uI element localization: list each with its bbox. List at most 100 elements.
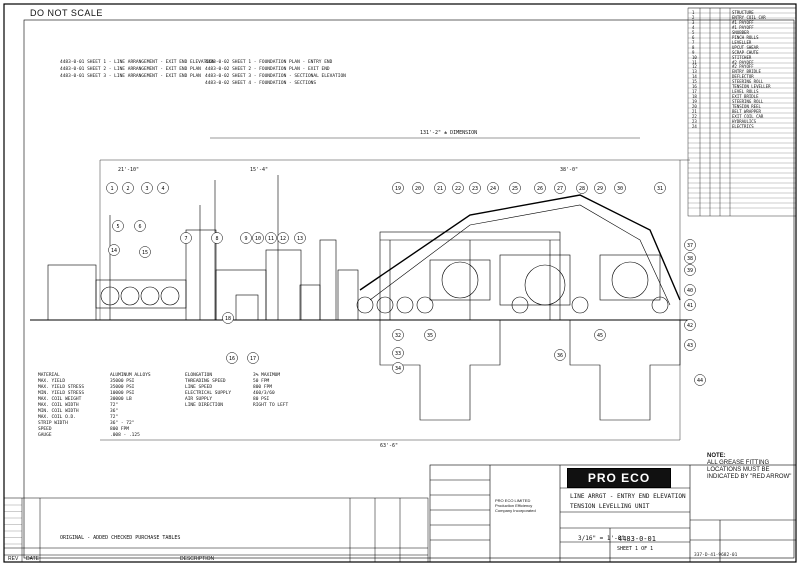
spec-value: .008 - .125: [110, 433, 140, 438]
callout-balloon: 29: [594, 182, 606, 194]
note-title: NOTE:: [707, 453, 726, 459]
callout-balloon: 4: [157, 182, 169, 194]
bom-number: 20: [692, 104, 697, 110]
inner-border: [23, 19, 795, 559]
spec-value: 80 PSI: [253, 397, 270, 402]
bom-item: STEERING ROLL: [732, 99, 764, 105]
bom-item: UPCUT SHEAR: [732, 44, 759, 50]
spec-label: MAX. YIELD STRESS: [38, 385, 85, 390]
balloon-number: 12: [280, 236, 286, 242]
callout-balloon: 24: [487, 182, 499, 194]
balloon-number: 38: [687, 256, 693, 262]
callout-balloon: 12: [277, 232, 289, 244]
spec-value: 36" - 72": [110, 421, 135, 426]
bom-item: TENSION LEVELLER: [732, 84, 771, 90]
balloon-number: 44: [697, 378, 703, 384]
balloon-number: 13: [297, 236, 303, 242]
callout-balloon: 22: [452, 182, 464, 194]
balloon-number: 23: [472, 186, 478, 192]
callout-balloon: 42: [684, 319, 696, 331]
spec-value: 36": [110, 409, 119, 414]
bom-number: 3: [692, 19, 695, 25]
sheet-border: [3, 3, 797, 563]
revision-description: ORIGINAL - ADDED CHECKED PURCHASE TABLES: [60, 535, 181, 541]
spec-row: GAUGE.008 - .125: [38, 433, 151, 439]
balloon-number: 10: [255, 236, 261, 242]
balloon-number: 2: [126, 186, 129, 192]
balloon-number: 18: [225, 316, 231, 322]
bom-number: 19: [692, 99, 697, 105]
callout-balloon: 44: [694, 374, 706, 386]
balloon-number: 43: [687, 343, 693, 349]
ref-line: 4483-0-02 SHEET 3 - FOUNDATION - SECTION…: [205, 74, 346, 79]
spec-value: 3% MAXIMUM: [253, 373, 281, 378]
balloon-number: 3: [145, 186, 148, 192]
spec-value: 35000 PSI: [110, 379, 135, 384]
balloon-number: 39: [687, 268, 693, 274]
bom-item: LEVELLER: [732, 39, 752, 45]
bom-item: BELT WRAPPER: [732, 109, 761, 115]
drawing-scale: 3/16" = 1'-0": [578, 535, 625, 542]
bom-number: 10: [692, 54, 697, 60]
balloon-number: 4: [161, 186, 164, 192]
bom-number: 17: [692, 89, 697, 95]
callout-balloon: 41: [684, 299, 696, 311]
callout-balloon: 43: [684, 339, 696, 351]
callout-balloon: 40: [684, 284, 696, 296]
callout-balloon: 19: [392, 182, 404, 194]
company-logo: PRO ECO: [567, 468, 671, 488]
bom-number: 1: [692, 10, 695, 15]
spec-label: AIR SUPPLY: [185, 397, 213, 402]
balloon-number: 5: [116, 224, 119, 230]
spec-value: 800 FPM: [110, 427, 129, 432]
bom-item: ELECTRICS: [732, 123, 754, 129]
balloon-number: 19: [395, 186, 401, 192]
drawing-subtitle: TENSION LEVELLING UNIT: [570, 503, 650, 510]
callout-balloon: 36: [554, 349, 566, 361]
bom-number: 16: [692, 84, 697, 90]
bom-item: HYDRAULICS: [732, 118, 757, 124]
callout-balloon: 37: [684, 239, 696, 251]
spec-label: THREADING SPEED: [185, 379, 226, 384]
balloon-number: 37: [687, 243, 693, 249]
callout-balloon: 14: [108, 244, 120, 256]
spec-row: MAX. COIL O.D.72": [38, 415, 151, 421]
bom-number: 21: [692, 109, 697, 115]
callout-balloon: 6: [134, 220, 146, 232]
left-dimension: 21'-10": [118, 167, 140, 173]
balloon-number: 32: [395, 333, 401, 339]
balloon-number: 17: [250, 356, 256, 362]
spec-label: MIN. COIL WIDTH: [38, 409, 79, 414]
reference-drawings-left: 4483-0-01 SHEET 1 - LINE ARRANGEMENT - E…: [60, 59, 214, 80]
title-block: [429, 464, 797, 563]
company-info: PRO ECO LIMITED Production Efficiency Co…: [495, 498, 553, 513]
callout-balloon: 20: [412, 182, 424, 194]
note-body: ALL GREASE FITTING LOCATIONS MUST BE IND…: [707, 460, 792, 480]
bom-number: 5: [692, 29, 695, 35]
bom-number: 2: [692, 14, 695, 20]
spec-value: 35000 PSI: [110, 385, 135, 390]
callout-balloon: 31: [654, 182, 666, 194]
bom-number: 7: [692, 39, 695, 45]
date-column-label: DATE: [26, 556, 39, 562]
spec-label: LINE DIRECTION: [185, 403, 223, 408]
bom-number: 12: [692, 64, 697, 70]
drawing-number: 4483-0-01: [618, 535, 656, 543]
balloon-number: 27: [557, 186, 563, 192]
callout-balloon: 7: [180, 232, 192, 244]
bom-number: 4: [692, 24, 695, 30]
callout-balloon: 13: [294, 232, 306, 244]
spec-label: MIN. YIELD STRESS: [38, 391, 85, 396]
spec-value: 800 FPM: [253, 385, 272, 390]
balloon-number: 42: [687, 323, 693, 329]
callout-balloon: 25: [509, 182, 521, 194]
callout-balloon: 45: [594, 329, 606, 341]
